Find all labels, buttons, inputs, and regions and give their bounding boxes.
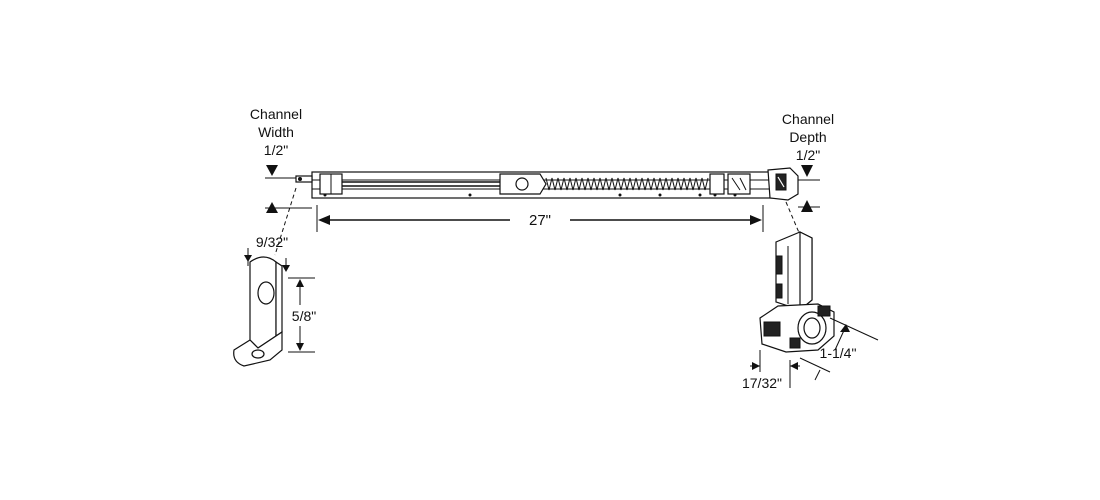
cam-depth-value: 17/32" [742,375,782,391]
pivot-cam [759,231,835,353]
bracket-thickness-value: 9/32" [256,234,288,250]
length-value: 27" [529,212,551,229]
balance-channel [295,167,799,201]
bracket-height-dimension [288,277,315,353]
channel-width-value: 1/2" [264,142,288,158]
channel-depth-dimension [798,165,820,212]
channel-depth-value: 1/2" [796,147,820,163]
l-bracket [233,256,283,367]
channel-depth-label-line1: Channel [782,111,834,127]
channel-width-label-line1: Channel [250,106,302,122]
length-dimension [316,205,764,232]
channel-width-dimension [265,165,312,213]
cam-width-dimension [799,317,879,381]
bracket-leader [274,187,297,256]
channel-depth-label-line2: Depth [789,129,826,145]
cam-depth-dimension [750,350,800,388]
spring-coils [545,177,709,191]
channel-width-label-line2: Width [258,124,294,140]
bracket-height-value: 5/8" [292,308,316,324]
bracket-thickness-dimension [244,248,290,272]
cam-leader [785,201,801,236]
cam-width-value: 1-1/4" [820,345,857,361]
